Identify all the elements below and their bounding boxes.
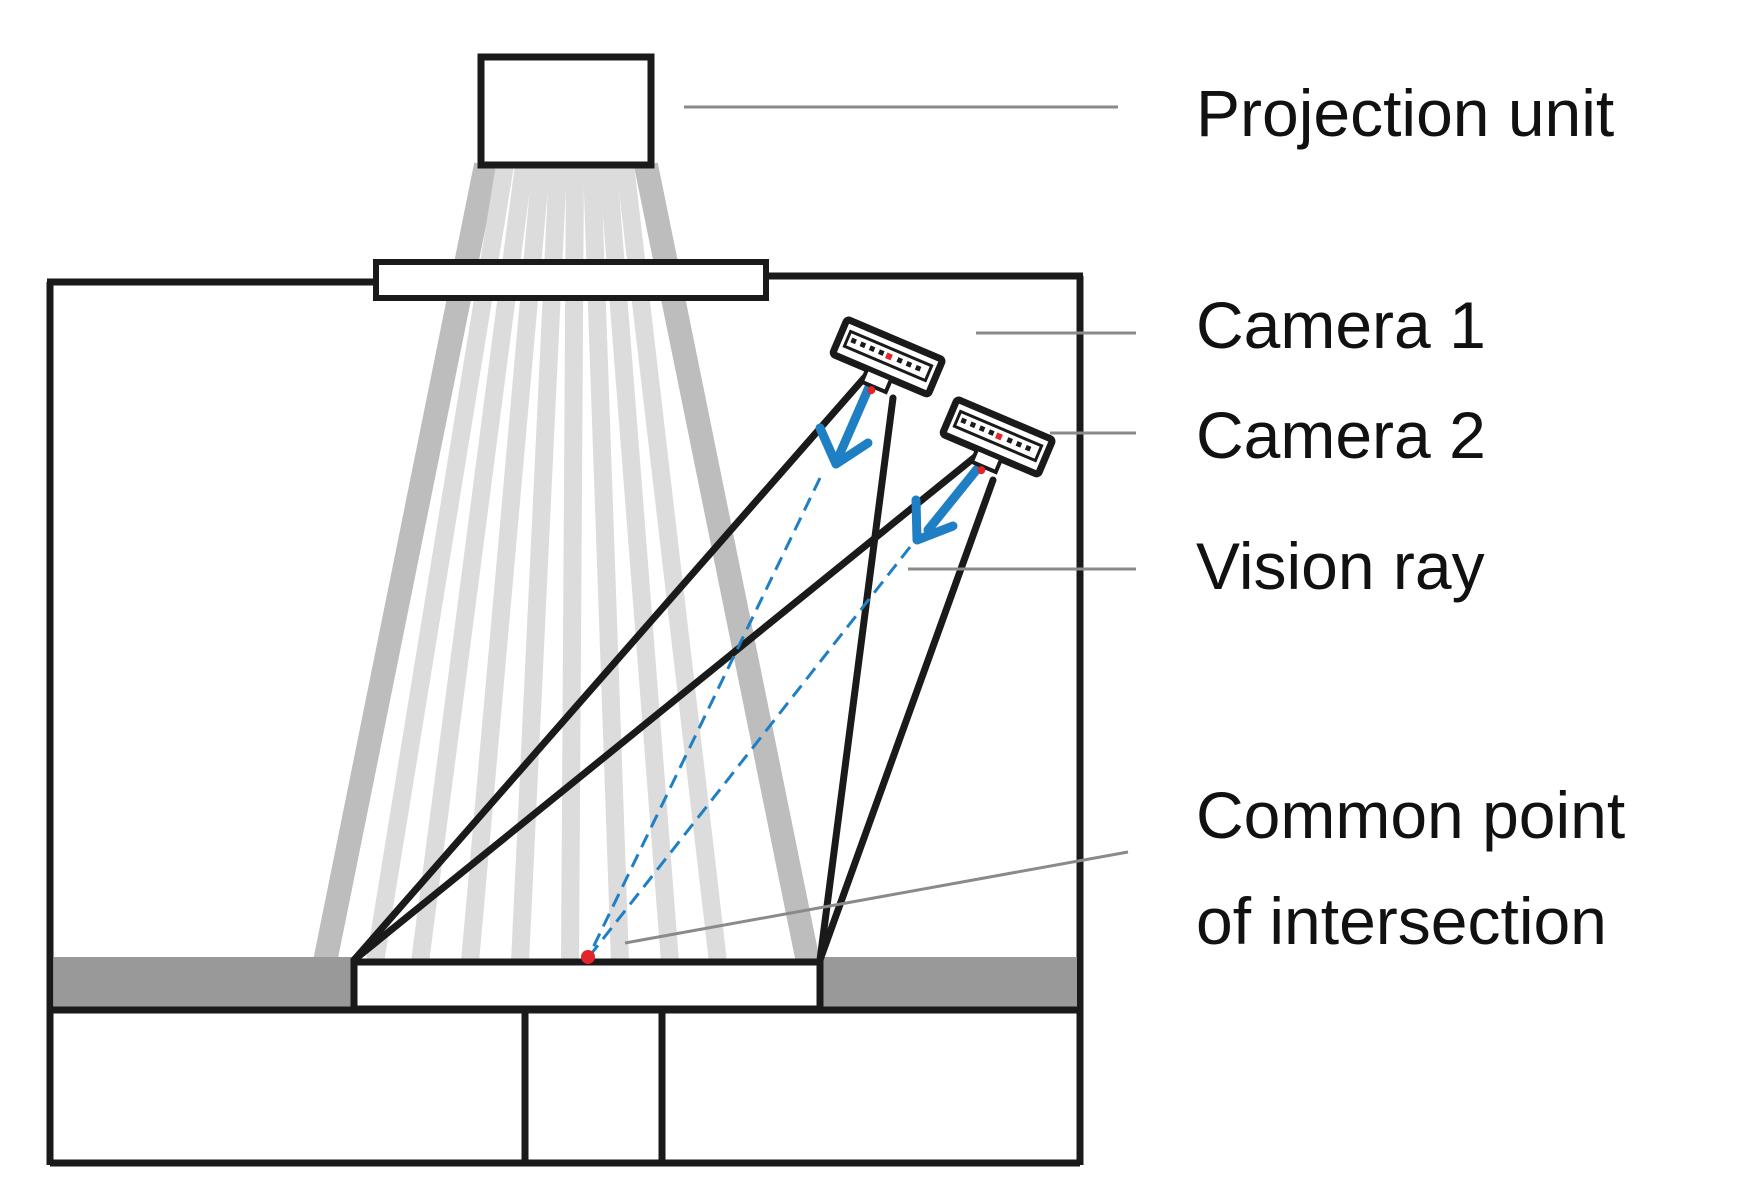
camera-1-view-line-right [816, 394, 897, 964]
camera-2 [939, 396, 1056, 478]
camera-1 [829, 316, 946, 398]
leader-lines [624, 105, 1136, 945]
label-camera-1: Camera 1 [1196, 288, 1486, 362]
label-common-point-line-1: Common point [1196, 778, 1625, 852]
camera-2-view-line-left [350, 453, 979, 964]
measurement-object [350, 958, 824, 1013]
camera-1-view-line-left [350, 373, 869, 964]
projection-unit [477, 53, 655, 169]
camera-view-lines [350, 373, 997, 964]
intersection-point [581, 950, 595, 964]
label-common-point-line-2: of intersection [1196, 884, 1607, 958]
vision-ray-camera-1 [586, 477, 822, 959]
camera-2-arrow-icon [911, 458, 987, 545]
camera-1-arrow-icon [815, 373, 878, 469]
leader-common-point [624, 850, 1129, 945]
vision-ray-arrows [815, 373, 987, 545]
label-camera-2: Camera 2 [1196, 398, 1486, 472]
base-structure [50, 1006, 1080, 1167]
label-vision-ray: Vision ray [1196, 529, 1485, 603]
housing-frame [46, 272, 1084, 1165]
label-projection-unit: Projection unit [1196, 76, 1614, 150]
camera-2-view-line-right [816, 476, 997, 964]
left-platform [54, 957, 354, 1007]
projection-window [373, 259, 769, 301]
right-platform [820, 957, 1077, 1007]
vision-rays [586, 477, 912, 959]
